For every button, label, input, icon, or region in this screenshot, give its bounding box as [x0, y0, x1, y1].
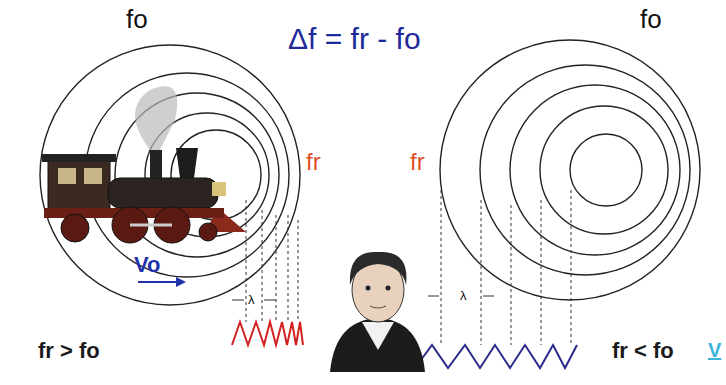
dimension-arrow: [264, 300, 276, 301]
dashed-line: [298, 220, 299, 322]
dimension-arrow: [483, 296, 494, 297]
wavefront: [40, 45, 300, 305]
dashed-line: [288, 215, 289, 322]
coat: [330, 318, 425, 372]
collar: [362, 322, 394, 350]
rod: [130, 224, 172, 227]
dashed-line: [262, 210, 263, 322]
wavefront: [570, 134, 642, 206]
eye: [386, 286, 391, 291]
cab-roof: [42, 154, 116, 162]
projection-lines-right: [441, 190, 571, 345]
wheel: [61, 214, 89, 242]
wavelength-label: λ: [248, 293, 255, 306]
dashed-line: [571, 190, 572, 345]
frequency-label: fo: [640, 6, 662, 32]
dome: [150, 150, 162, 178]
doppler-portrait: [330, 252, 425, 372]
stretched-wave: [400, 345, 577, 368]
dashed-line: [541, 200, 542, 345]
velocity-arrow: [138, 277, 186, 287]
boiler: [108, 178, 218, 208]
hair: [350, 252, 407, 285]
dimension-arrow: [428, 296, 439, 297]
velocity-label: Vo: [134, 254, 160, 276]
cab: [48, 160, 110, 215]
formula-title: Δf = fr - fo: [288, 24, 421, 54]
mouth: [370, 306, 386, 308]
wavelength-label: λ: [460, 289, 467, 302]
eye: [366, 286, 371, 291]
locomotive: [42, 86, 246, 243]
frequency-label: fr: [408, 150, 427, 174]
wavefront: [540, 106, 668, 234]
dimension-arrow: [232, 300, 244, 301]
dashed-line: [481, 200, 482, 345]
comparison-label: fr > fo: [38, 340, 100, 362]
arrow-head: [176, 277, 186, 287]
projection-lines-left: [246, 200, 298, 322]
dashed-line: [246, 200, 247, 322]
frequency-label: fr: [304, 150, 323, 174]
velocity-label: V: [708, 340, 721, 360]
comparison-label: fr < fo: [612, 340, 674, 362]
dashed-line: [511, 205, 512, 345]
cab-window: [84, 168, 102, 184]
cab-window: [58, 168, 76, 184]
arrow-shaft: [138, 281, 180, 283]
compressed-wave: [232, 322, 303, 345]
headlamp: [212, 182, 226, 196]
smokestack: [176, 148, 198, 178]
wavefronts-left: [40, 45, 300, 305]
wavefronts-right: [440, 40, 700, 300]
wavefront: [510, 85, 680, 255]
frequency-label: fo: [126, 6, 148, 32]
wavefront: [440, 40, 700, 300]
dashed-line: [276, 215, 277, 322]
dashed-line: [441, 190, 442, 345]
steam: [135, 86, 177, 150]
wavefront: [85, 73, 289, 277]
wheel: [199, 223, 217, 241]
